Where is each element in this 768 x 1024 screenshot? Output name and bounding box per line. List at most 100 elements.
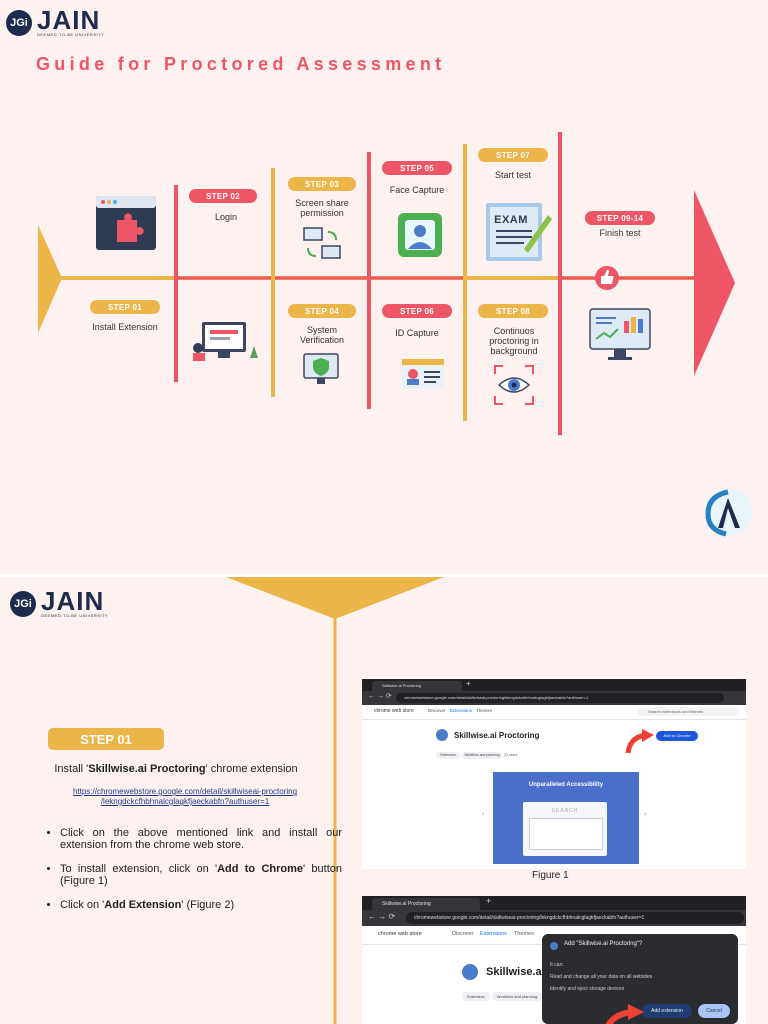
figure-2-screenshot: Skillwise.ai Proctoring + ← → ⟳ chromewe…	[362, 896, 746, 1024]
link-line-2[interactable]: /lekngdckcfhbhnalcglagkfjaeckabfn?authus…	[100, 797, 270, 806]
step-09-14-label: Finish test	[599, 228, 641, 238]
install-instruction: Install 'Skillwise.ai Proctoring' chrome…	[20, 763, 332, 775]
dialog-subtitle: It can:	[550, 962, 564, 968]
step-01-pill: STEP 01	[48, 728, 164, 750]
step-02-badge: STEP 02	[189, 189, 257, 203]
chip-category: Workflow and planning	[492, 992, 542, 1001]
jain-logo: JGi JAIN DEEMED-TO-BE UNIVERSITY	[10, 586, 109, 618]
screen-share-icon	[303, 227, 341, 259]
step-03-label: Screen share permission	[295, 198, 349, 218]
dialog-permission-2: Identify and eject storage devices	[550, 986, 625, 992]
step-08-label: Continuos proctoring in background	[489, 326, 539, 356]
step-04-label: System Verification	[299, 325, 345, 345]
nav-discover[interactable]: Discover	[452, 931, 474, 937]
step-07-label: Start test	[494, 170, 531, 180]
step-05-badge: STEP 05	[382, 161, 452, 175]
store-name: chrome web store	[374, 708, 414, 714]
system-verification-icon	[303, 353, 339, 384]
logo-tagline: DEEMED-TO-BE UNIVERSITY	[41, 613, 109, 618]
cancel-button[interactable]: Cancel	[698, 1004, 730, 1018]
banner-search-text: SEARCH	[551, 808, 579, 814]
add-to-chrome-button[interactable]: Add to Chrome	[656, 731, 698, 741]
page2-decor	[226, 577, 444, 1024]
back-icon[interactable]: ← → ⟳	[368, 912, 396, 921]
carousel-prev-icon[interactable]: ‹	[482, 811, 485, 818]
pointer-arrow-icon	[605, 1004, 644, 1024]
page-separator	[0, 574, 768, 577]
chip-category: Workflow and planning	[462, 752, 502, 759]
exam-icon-text: EXAM	[494, 214, 528, 226]
fishbone-tail	[38, 225, 62, 333]
step-08-badge: STEP 08	[478, 304, 548, 318]
new-tab-icon[interactable]: +	[466, 679, 471, 688]
nav-extensions[interactable]: Extensions	[480, 931, 507, 937]
guide-page: JGi JAIN DEEMED-TO-BE UNIVERSITY Guide f…	[6, 5, 752, 537]
logo-name: JAIN	[37, 5, 101, 35]
fishbone-head	[694, 190, 735, 376]
monitoring-eye-icon	[494, 365, 534, 405]
step-01-label: Install Extension	[92, 322, 158, 332]
exam-paper-icon	[486, 203, 552, 261]
extension-name: Skillwise.ai Proctoring	[88, 763, 206, 775]
jain-logo: JGi JAIN DEEMED-TO-BE UNIVERSITY	[6, 5, 105, 37]
nav-themes[interactable]: Themes	[476, 708, 493, 713]
step-07-badge: STEP 07	[478, 148, 548, 162]
install-suffix: ' chrome extension	[205, 763, 298, 775]
browser-tab-bar: Skillwise.ai Proctoring +	[362, 896, 746, 910]
step-06-badge: STEP 06	[382, 304, 452, 318]
browser-tab[interactable]: Skillwise.ai Proctoring	[372, 681, 462, 691]
fishbone-diagram	[38, 132, 735, 435]
step-04-badge: STEP 04	[288, 304, 356, 318]
nav-discover[interactable]: Discover	[428, 708, 446, 713]
install-prefix: Install '	[54, 763, 89, 775]
store-header: chrome web store Discover Extensions The…	[362, 705, 746, 720]
store-name: chrome web store	[378, 931, 422, 937]
add-extension-button[interactable]: Add extension	[642, 1004, 692, 1018]
browser-toolbar: ← → ⟳ chromewebstore.google.com/detail/s…	[362, 910, 746, 926]
address-bar[interactable]: chromewebstore.google.com/detail/skillwi…	[406, 912, 744, 924]
installer-illustration-icon	[193, 322, 258, 361]
browser-toolbar: ← → ⟳ chromewebstore.google.com/detail/s…	[362, 691, 746, 705]
banner-mock-window: SEARCH	[523, 802, 607, 856]
chrome-store-link[interactable]: https://chromewebstore.google.com/detail…	[40, 787, 330, 807]
assessment-logo-icon	[704, 488, 752, 537]
add-extension-dialog: Add "Skillwise.ai Proctoring"? It can: R…	[542, 934, 738, 1024]
step-01-page: JGi JAIN DEEMED-TO-BE UNIVERSITY STEP 01…	[0, 577, 768, 1024]
face-capture-icon	[398, 213, 442, 257]
pointer-arrow-icon	[625, 729, 654, 754]
logo-tagline: DEEMED-TO-BE UNIVERSITY	[37, 32, 105, 37]
step-03-badge: STEP 03	[288, 177, 356, 191]
back-icon[interactable]: ← → ⟳	[368, 693, 392, 700]
list-item: To install extension, click on 'Add to C…	[60, 863, 342, 887]
figure-1-screenshot: Skillwise.ai Proctoring + ← → ⟳ chromewe…	[362, 679, 746, 869]
id-card-icon	[402, 359, 444, 389]
step-02-label: Login	[214, 212, 238, 222]
logo-name: JAIN	[41, 586, 105, 616]
new-tab-icon[interactable]: +	[486, 896, 492, 906]
extension-logo-icon	[462, 964, 478, 980]
promo-banner: Unparalleled Accessibility SEARCH	[493, 772, 639, 864]
dialog-permission-1: Read and change all your data on all web…	[550, 974, 653, 980]
extension-title: Skillwise.ai	[486, 966, 545, 978]
address-bar[interactable]: chromewebstore.google.com/detail/skillwi…	[396, 693, 724, 703]
step-05-label: Face Capture	[389, 185, 445, 195]
nav-themes[interactable]: Themes	[514, 931, 534, 937]
dashboard-monitor-icon	[589, 308, 651, 360]
banner-mock-list	[529, 818, 603, 850]
store-search-input[interactable]: Search extensions and themes	[638, 707, 740, 716]
extension-logo-icon	[436, 729, 448, 741]
step-06-label: ID Capture	[395, 328, 439, 338]
carousel-next-icon[interactable]: ›	[644, 811, 647, 818]
link-line-1[interactable]: https://chromewebstore.google.com/detail…	[72, 787, 298, 796]
step-01-badge: STEP 01	[90, 300, 160, 314]
banner-title: Unparalleled Accessibility	[528, 782, 604, 788]
nav-extensions[interactable]: Extensions	[450, 708, 473, 713]
jgi-logo-mark: JGi	[10, 590, 36, 617]
browser-tab-bar: Skillwise.ai Proctoring +	[362, 679, 746, 691]
extension-title: Skillwise.ai Proctoring	[454, 731, 540, 740]
step-09-14-badge: STEP 09-14	[585, 211, 655, 225]
chip-users: 23 users	[504, 753, 518, 757]
instruction-list: Click on the above mentioned link and in…	[46, 827, 342, 923]
browser-tab[interactable]: Skillwise.ai Proctoring	[372, 898, 480, 910]
chip-extension: Extension	[462, 992, 490, 1001]
